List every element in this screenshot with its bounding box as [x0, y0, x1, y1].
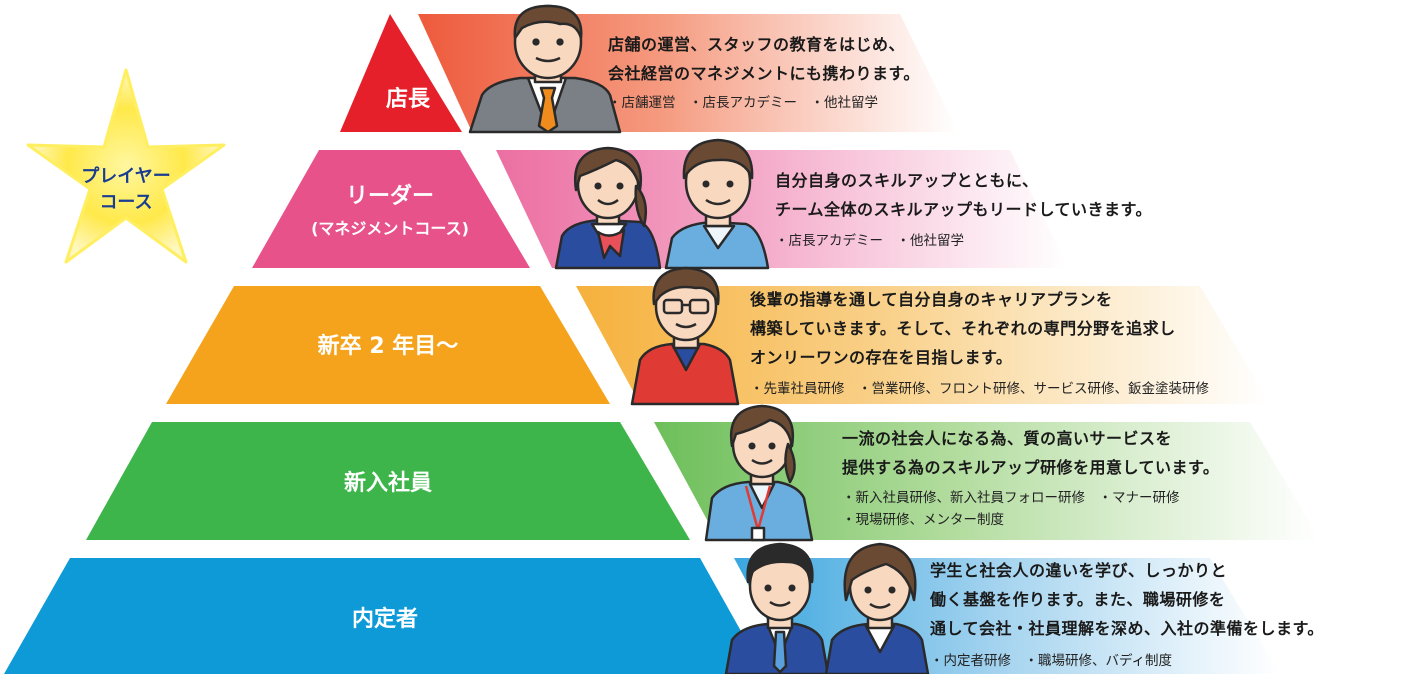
- star-label-line1: プレイヤー: [81, 165, 170, 187]
- tier-prospective: [4, 558, 765, 674]
- program-line: ・店長アカデミー ・他社留学: [775, 233, 964, 249]
- tier-title-manager: 店長: [386, 87, 431, 112]
- tier-new-hire: [86, 422, 690, 540]
- description-line: 店舗の運営、スタッフの教育をはじめ、: [608, 35, 906, 54]
- description-line: 提供する為のスキルアップ研修を用意しています。: [842, 458, 1220, 477]
- program-line: ・先輩社員研修 ・営業研修、フロント研修、サービス研修、鈑金塗装研修: [750, 381, 1209, 397]
- program-line: ・内定者研修 ・職場研修、バディ制度: [930, 653, 1173, 669]
- second-year-person-illustration: [630, 266, 740, 406]
- description-line: 自分自身のスキルアップとともに、: [775, 171, 1039, 190]
- tier-subtitle-leader: (マネジメントコース): [311, 219, 469, 238]
- prospective-description: 学生と社会人の違いを学び、しっかりと 働く基盤を作ります。また、職場研修を 通し…: [930, 556, 1324, 643]
- program-line: ・現場研修、メンター制度: [842, 512, 1004, 528]
- leader-description: 自分自身のスキルアップとともに、 チーム全体のスキルアップもリードしていきます。: [775, 166, 1152, 224]
- description-line: 会社経営のマネジメントにも携わります。: [608, 64, 920, 83]
- description-line: 一流の社会人になる為、質の高いサービスを: [842, 429, 1173, 448]
- prospective-woman-illustration: [824, 542, 930, 674]
- new-hire-band: [654, 422, 1320, 540]
- manager-programs: ・店舗運営 ・店長アカデミー ・他社留学: [608, 92, 878, 114]
- description-line: 後輩の指導を通して自分自身のキャリアプランを: [750, 290, 1113, 309]
- tier-title-prospective: 内定者: [352, 606, 418, 632]
- new-hire-person-illustration: [704, 404, 814, 542]
- star-label-line2: コース: [99, 192, 152, 213]
- tier-title-new-hire: 新入社員: [344, 470, 432, 496]
- second-year-programs: ・先輩社員研修 ・営業研修、フロント研修、サービス研修、鈑金塗装研修: [750, 378, 1209, 400]
- manager-description: 店舗の運営、スタッフの教育をはじめ、 会社経営のマネジメントにも携わります。: [608, 30, 920, 88]
- tier-manager: [340, 14, 462, 132]
- description-line: 構築していきます。そして、それぞれの専門分野を追求し: [750, 319, 1176, 338]
- tier-leader: [252, 150, 530, 268]
- manager-person-illustration: [468, 4, 622, 134]
- program-line: ・新入社員研修、新入社員フォロー研修 ・マナー研修: [842, 490, 1180, 506]
- prospective-man-illustration: [724, 542, 830, 674]
- tier-title-second-year: 新卒 2 年目〜: [318, 333, 459, 359]
- description-line: 働く基盤を作ります。また、職場研修を: [930, 590, 1226, 609]
- leader-programs: ・店長アカデミー ・他社留学: [775, 230, 964, 252]
- second-year-band: [576, 286, 1270, 404]
- description-line: チーム全体のスキルアップもリードしていきます。: [775, 200, 1152, 219]
- star-shape: [26, 68, 226, 264]
- leader-man-illustration: [664, 138, 770, 270]
- description-line: オンリーワンの存在を目指します。: [750, 348, 1013, 367]
- description-line: 学生と社会人の違いを学び、しっかりと: [930, 561, 1228, 580]
- tier-second-year: [166, 286, 610, 404]
- description-line: 通して会社・社員理解を深め、入社の準備をします。: [930, 619, 1324, 638]
- prospective-programs: ・内定者研修 ・職場研修、バディ制度: [930, 650, 1172, 672]
- program-line: ・店舗運営 ・店長アカデミー ・他社留学: [608, 95, 878, 111]
- new-hire-description: 一流の社会人になる為、質の高いサービスを 提供する為のスキルアップ研修を用意して…: [842, 424, 1219, 482]
- new-hire-programs: ・新入社員研修、新入社員フォロー研修 ・マナー研修 ・現場研修、メンター制度: [842, 487, 1180, 531]
- leader-woman-illustration: [554, 146, 662, 270]
- second-year-description: 後輩の指導を通して自分自身のキャリアプランを 構築していきます。そして、それぞれ…: [750, 285, 1176, 372]
- tier-title-leader: リーダー: [346, 183, 434, 209]
